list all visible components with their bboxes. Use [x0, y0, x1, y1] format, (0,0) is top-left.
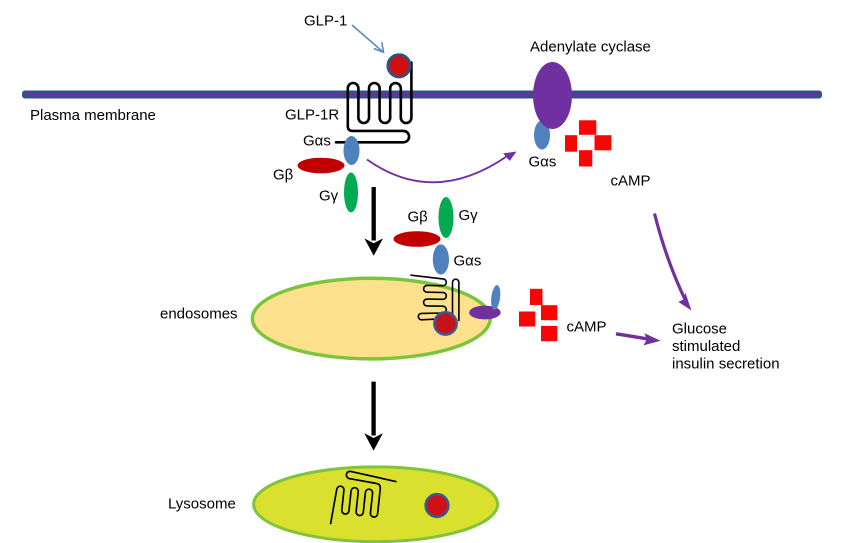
svg-text:Gβ: Gβ [273, 167, 294, 184]
svg-text:Gγ: Gγ [319, 188, 339, 205]
svg-text:GLP-1: GLP-1 [304, 13, 347, 30]
svg-text:Gγ: Gγ [459, 207, 479, 224]
svg-text:cAMP: cAMP [611, 173, 651, 190]
svg-text:insulin secretion: insulin secretion [672, 356, 780, 373]
svg-text:stimulated: stimulated [672, 338, 740, 355]
svg-text:Gβ: Gβ [408, 209, 429, 226]
svg-text:Gαs: Gαs [303, 133, 331, 150]
svg-text:Gαs: Gαs [454, 253, 482, 270]
svg-text:Adenylate cyclase: Adenylate cyclase [530, 39, 651, 56]
svg-text:Gαs: Gαs [529, 154, 557, 171]
svg-text:cAMP: cAMP [567, 319, 607, 336]
svg-text:Lysosome: Lysosome [168, 496, 236, 513]
svg-text:endosomes: endosomes [160, 306, 238, 323]
svg-text:Plasma membrane: Plasma membrane [30, 107, 156, 124]
svg-text:Glucose: Glucose [672, 321, 727, 338]
svg-text:GLP-1R: GLP-1R [285, 107, 339, 124]
